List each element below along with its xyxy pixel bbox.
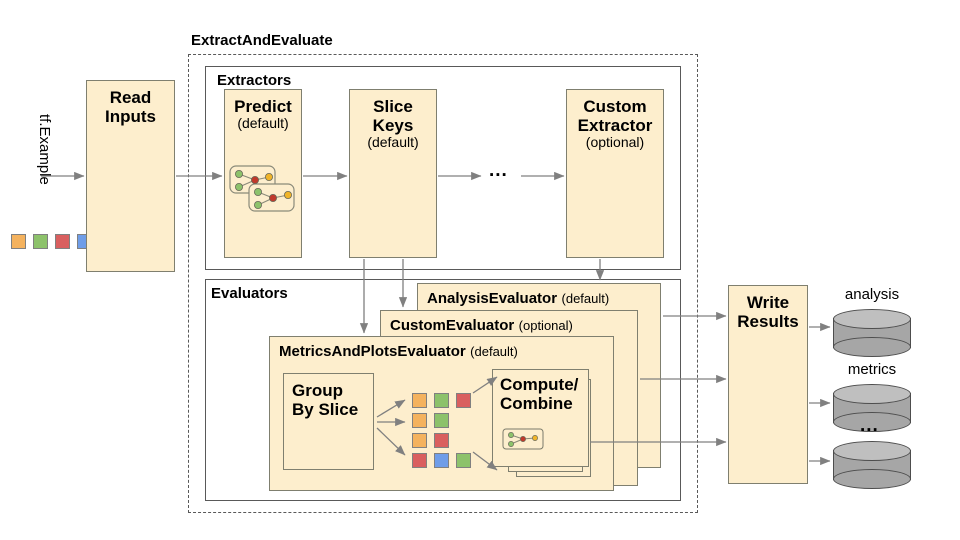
compute-combine-line1: Compute/ <box>500 375 579 394</box>
slice-keys-line1: Slice <box>373 97 413 116</box>
write-results-line1: Write <box>746 293 790 312</box>
datastore-metrics[interactable] <box>833 384 911 432</box>
input-label: tf.Example <box>36 114 53 185</box>
read-inputs-line1: Read <box>109 88 152 107</box>
cylinder-bottom <box>833 412 911 432</box>
chip-orange <box>412 413 427 428</box>
chip-green <box>434 393 449 408</box>
group-by-slice-line2: By Slice <box>292 400 359 420</box>
chip-red <box>434 433 449 448</box>
chip-red <box>55 234 70 249</box>
chip-orange <box>412 393 427 408</box>
datastore-analysis-caption: analysis <box>844 286 900 303</box>
custom-evaluator-name: CustomEvaluator <box>390 317 515 334</box>
group-evaluators <box>205 279 681 501</box>
compute-combine-line2: Combine <box>500 394 573 414</box>
plot-graph-icon <box>502 428 544 450</box>
cylinder-top <box>833 309 911 329</box>
write-results-line2: Results <box>737 312 799 332</box>
predict-line1: Predict <box>234 97 292 116</box>
node-custom-extractor[interactable]: Custom Extractor (optional) <box>566 89 664 258</box>
predict-sub: (default) <box>237 115 289 132</box>
chip-orange <box>11 234 26 249</box>
analysis-evaluator-name: AnalysisEvaluator <box>427 290 558 307</box>
node-group-by-slice[interactable]: Group By Slice <box>283 373 374 470</box>
cylinder-bottom <box>833 337 911 357</box>
chip-green <box>33 234 48 249</box>
custom-extractor-line1: Custom <box>583 97 647 116</box>
chip-blue <box>434 453 449 468</box>
group-by-slice-line1: Group <box>292 381 343 400</box>
custom-extractor-line2: Extractor <box>577 116 653 136</box>
extractors-ellipsis: ... <box>489 160 508 181</box>
group-evaluators-label: Evaluators <box>211 285 288 302</box>
outer-group-label: ExtractAndEvaluate <box>191 32 333 49</box>
metrics-and-plots-evaluator-name: MetricsAndPlotsEvaluator <box>279 343 466 360</box>
custom-extractor-sub: (optional) <box>585 134 645 151</box>
chip-green <box>434 413 449 428</box>
model-graph-icon <box>229 165 295 212</box>
node-read-inputs[interactable]: Read Inputs <box>86 80 175 272</box>
chip-red <box>456 393 471 408</box>
datastore-metrics-caption: metrics <box>847 361 897 378</box>
node-write-results[interactable]: Write Results <box>728 285 808 484</box>
group-extractors-label: Extractors <box>217 72 292 89</box>
node-compute-combine[interactable]: Compute/ Combine <box>492 369 589 467</box>
cylinder-top <box>833 384 911 404</box>
group-extractors <box>205 66 681 270</box>
group-extract-and-evaluate <box>188 54 698 513</box>
analysis-evaluator-sub: (default) <box>561 291 610 306</box>
slice-keys-line2: Keys <box>372 116 414 136</box>
chip-orange <box>412 433 427 448</box>
datastore-other-caption: ... <box>860 415 879 436</box>
node-slice-keys[interactable]: Slice Keys (default) <box>349 89 437 258</box>
slice-keys-sub: (default) <box>367 134 419 151</box>
cylinder-top <box>833 441 911 461</box>
cylinder-bottom <box>833 469 911 489</box>
read-inputs-line2: Inputs <box>105 107 156 127</box>
custom-evaluator-sub: (optional) <box>518 318 573 333</box>
datastore-other[interactable] <box>833 441 911 489</box>
datastore-analysis[interactable] <box>833 309 911 357</box>
chip-red <box>412 453 427 468</box>
chip-green <box>456 453 471 468</box>
metrics-and-plots-evaluator-sub: (default) <box>470 344 518 359</box>
node-predict[interactable]: Predict (default) <box>224 89 302 258</box>
